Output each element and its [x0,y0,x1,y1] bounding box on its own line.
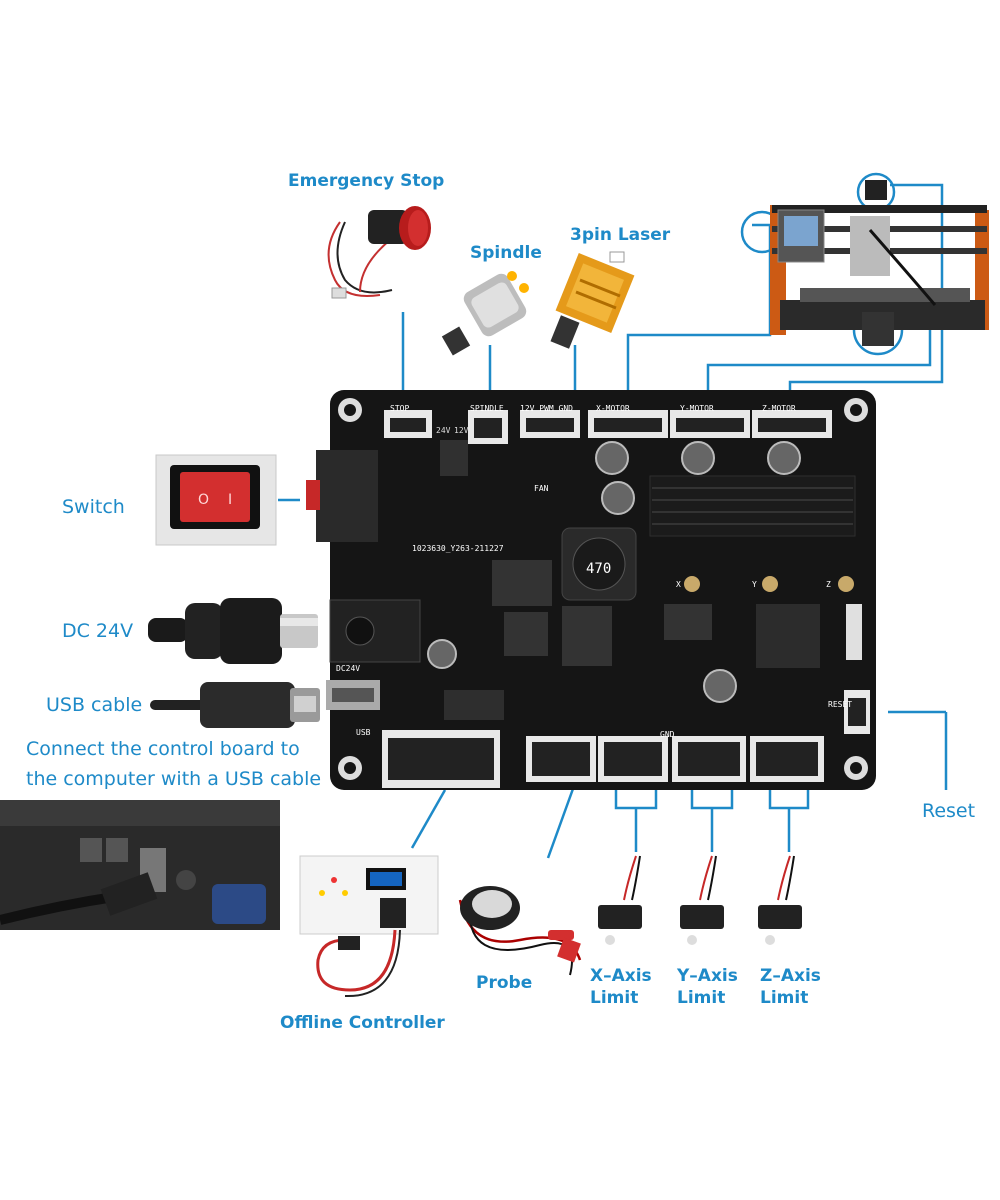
line-probe [546,785,576,859]
limit-switch-x [598,855,642,945]
board-label-power-pins: 12V PWM GND [520,404,573,413]
label-reset: Reset [922,800,976,822]
board-label-gnd: GND [660,730,675,739]
connection-lines [278,183,948,859]
board-label-inductor: 470 [586,561,612,577]
board-label-x-motor: X-MOTOR [596,404,630,413]
cnc-machine-image [770,180,989,346]
svg-text:I: I [228,492,232,508]
line-x-motor [626,223,772,400]
limit-switch-z [758,855,802,945]
board-label-dc24v: DC24V [336,664,361,673]
control-board [306,390,876,790]
label-x-axis: X–Axis [590,966,652,986]
label-y-limit: Limit [677,988,726,1008]
label-switch: Switch [62,496,125,518]
label-dc24v: DC 24V [62,620,134,642]
label-connect-line2: the computer with a USB cable [26,768,322,790]
line-y-motor [706,318,932,400]
board-label-y: Y [752,580,757,589]
label-y-axis: Y–Axis [677,966,738,986]
board-label-reset: RESET [828,700,853,709]
line-z-limit [768,788,810,852]
line-y-limit [690,788,734,852]
line-z-motor [788,183,944,400]
label-x-limit: Limit [590,988,639,1008]
label-z-axis: Z–Axis [760,966,821,986]
label-usb-cable: USB cable [46,694,143,716]
switch-image: O I [155,454,277,546]
offline-controller-image [299,855,439,998]
board-label-12v: 12V [454,426,469,435]
probe-image [458,886,582,976]
laptop-image [0,800,280,930]
emergency-stop-image [327,206,431,299]
board-label-z: Z [826,580,831,589]
board-label-24v: 24V [436,426,451,435]
board-label-z-motor: Z-MOTOR [762,404,796,413]
line-x-limit [614,788,658,852]
label-laser: 3pin Laser [570,225,671,245]
board-label-model: 1023630_Y263-211227 [412,544,504,553]
spindle-image [441,271,529,356]
board-label-x: X [676,580,681,589]
label-z-limit: Limit [760,988,809,1008]
label-spindle: Spindle [470,243,542,263]
label-offline-controller: Offline Controller [280,1013,445,1033]
line-offline [410,789,447,849]
board-label-usb: USB [356,728,371,737]
board-label-stop: STOP [390,404,410,413]
label-connect-line1: Connect the control board to [26,738,300,760]
board-label-fan: FAN [534,484,549,493]
board-label-spindle: SPINDLE [470,404,504,413]
usb-plug-image [150,682,320,728]
label-probe: Probe [476,973,533,993]
label-emergency-stop: Emergency Stop [288,171,445,191]
svg-text:O: O [198,492,209,508]
board-label-y-motor: Y-MOTOR [680,404,714,413]
dc-plug-image [148,598,318,664]
limit-switch-y [680,855,724,945]
laser-image [550,251,635,349]
